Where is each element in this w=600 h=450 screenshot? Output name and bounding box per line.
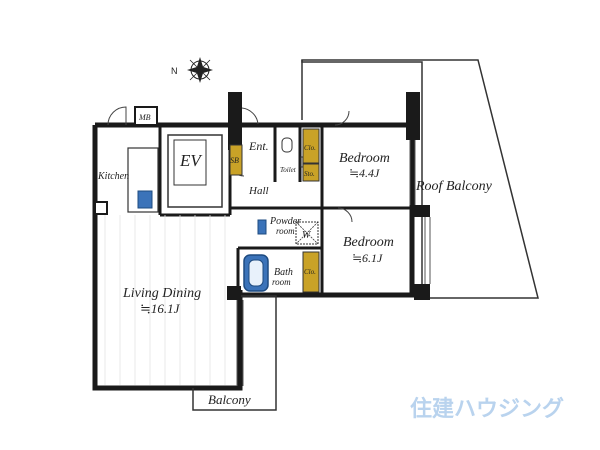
label-sb: SB [230, 156, 239, 165]
compass-rose-icon [187, 57, 213, 83]
label-entrance: Ent. [248, 139, 269, 153]
label-living-dining-name: Living Dining [122, 286, 201, 301]
label-bath-room-1: Bath [274, 267, 293, 278]
closet-2 [302, 251, 320, 293]
column-ent [228, 92, 242, 150]
label-hall: Hall [248, 185, 269, 197]
storage [302, 163, 320, 182]
label-closet-2: Clo. [304, 268, 316, 276]
mb-box [134, 106, 158, 126]
label-toilet: Toilet [280, 166, 297, 174]
exterior-walls [92, 122, 430, 391]
shoe-box [229, 144, 243, 176]
label-balcony: Balcony [208, 392, 251, 407]
label-washer: W [302, 230, 312, 241]
label-mb: MB [138, 113, 151, 122]
fridge-niche [94, 201, 108, 215]
column-right-mid [414, 205, 430, 217]
living-floor-texture [104, 215, 226, 385]
label-roof-balcony: Roof Balcony [415, 179, 493, 194]
powder-sink[interactable] [257, 219, 267, 235]
windows [236, 140, 431, 386]
column-right-bottom [414, 284, 430, 300]
label-kitchen: Kitchen [97, 171, 129, 182]
door-swings [107, 106, 353, 223]
watermark-logo: 住建ハウジング [410, 396, 564, 422]
compass-north-label: N [171, 66, 178, 76]
label-closet-1: Clo. [304, 144, 316, 152]
closet-1 [302, 128, 320, 164]
elevator-car [173, 139, 207, 186]
column-bedroom [406, 92, 420, 140]
label-bath-room-2: room [272, 277, 291, 287]
label-bedroom-2-size: ≒6.1J [352, 251, 383, 265]
balcony-outline [192, 295, 277, 411]
label-powder-room-1: Powder [269, 216, 301, 227]
label-bedroom-2-name: Bedroom [343, 235, 394, 250]
label-living-dining-size: ≒16.1J [140, 301, 181, 316]
toilet-fixture[interactable] [281, 137, 293, 153]
label-storage: Sto. [304, 170, 315, 178]
label-bedroom-1-name: Bedroom [339, 151, 390, 166]
kitchen-sink[interactable] [137, 190, 153, 209]
label-powder-room-2: room [276, 226, 295, 236]
label-bedroom-1-size: ≒4.4J [349, 166, 380, 180]
label-ev: EV [179, 151, 203, 170]
